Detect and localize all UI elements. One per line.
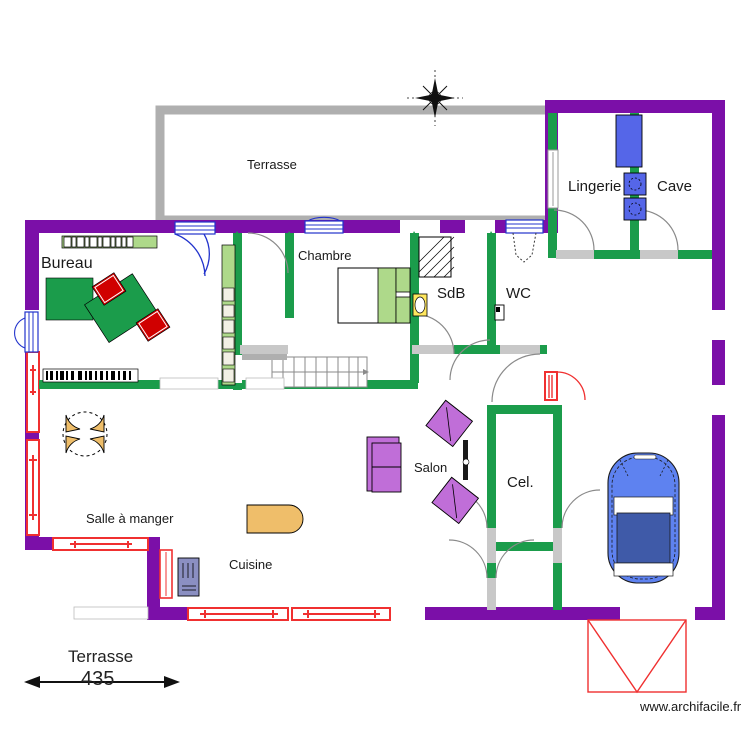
dimension-arrow-435 [24,676,180,688]
bureau-furniture [42,235,171,383]
room-label-chambre: Chambre [298,248,352,263]
bureau-door-swing [174,233,211,277]
room-label-sdb: SdB [437,285,466,302]
sdb-fixtures [412,236,455,317]
salon-furniture [366,399,480,525]
misc-wall-stubs [73,345,288,620]
dimension-value-435: 435 [81,668,115,690]
cuisine-furniture [159,504,304,599]
windows [14,216,544,353]
room-label-wc: WC [506,285,531,302]
staircase [242,352,369,388]
terrace-top-structure [155,105,555,225]
room-label-lingerie: Lingerie [568,178,622,195]
room-label-bureau: Bureau [41,255,93,272]
dimension-label-terrasse: Terrasse [68,647,134,666]
lingerie-fixtures [615,114,647,221]
room-label-cellier: Cel. [507,474,534,491]
terrace-wall-windows [547,149,559,209]
room-label-cave: Cave [657,178,693,195]
room-label-salle-a-manger: Salle à manger [86,511,174,526]
room-label-terrasse-top: Terrasse [247,157,297,172]
wc-fixture [494,304,505,321]
hallway-bookcase [221,244,236,386]
room-label-cuisine: Cuisine [229,557,273,572]
red-glazed-walls [26,351,687,694]
room-label-salon: Salon [414,460,448,475]
dining-table-round [62,411,108,457]
car-icon [607,452,680,584]
chambre-furniture [337,267,411,324]
compass-rose-icon [407,70,463,126]
watermark-archifacile: www.archifacile.fr [640,699,742,714]
door-swings [247,209,679,579]
